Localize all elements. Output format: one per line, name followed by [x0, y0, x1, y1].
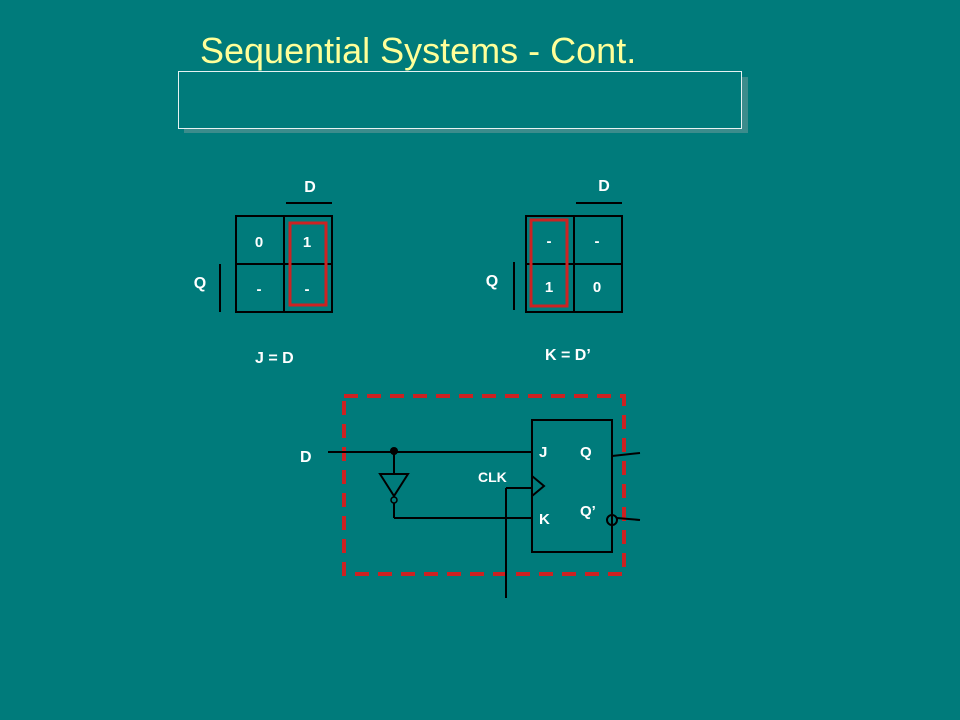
kmap-j: D Q 0 1 - - J = D: [194, 179, 333, 367]
kmap-j-row-label: Q: [194, 275, 206, 292]
kmap-j-group-highlight: [288, 221, 328, 307]
pin-j-label: J: [539, 444, 547, 461]
jk-circuit: D J Q K Q’ CLK: [300, 394, 641, 598]
inverter-bubble: [390, 496, 398, 504]
subtitle-box: [178, 71, 742, 129]
d-input-label: D: [300, 449, 312, 466]
inverter-triangle: [378, 473, 410, 498]
kmap-j-cell-00: 0: [255, 234, 263, 251]
qbar-output-wire: [616, 517, 641, 521]
kmap-j-equation: J = D: [255, 350, 294, 367]
kmap-k-group-highlight: [529, 218, 569, 308]
pin-q-label: Q: [580, 444, 592, 461]
kmap-k-equation: K = D’: [545, 347, 591, 364]
kmap-k-cell-00: -: [547, 233, 552, 250]
qbar-bubble: [606, 514, 618, 526]
pin-qbar-label: Q’: [580, 503, 596, 520]
kmap-k-col-label: D: [598, 178, 610, 195]
clk-label: CLK: [478, 469, 507, 485]
kmap-k-cell-01: -: [595, 233, 600, 250]
pin-k-label: K: [539, 511, 550, 528]
q-output-wire: [611, 452, 641, 457]
jk-flipflop-body: [531, 419, 613, 553]
kmap-k-cell-10: 1: [545, 279, 553, 296]
kmap-j-cell-10: -: [257, 281, 262, 298]
slide-title: Sequential Systems - Cont.: [200, 30, 637, 71]
kmap-j-cell-11: -: [305, 281, 310, 298]
kmap-j-col-label: D: [304, 179, 316, 196]
kmap-j-cell-01: 1: [303, 234, 311, 251]
clock-triangle: [531, 475, 546, 497]
kmap-k: D Q - - 1 0 K = D’: [486, 178, 623, 364]
circuit-boundary: [342, 394, 626, 576]
kmap-k-cell-11: 0: [593, 279, 601, 296]
kmap-k-row-label: Q: [486, 273, 498, 290]
